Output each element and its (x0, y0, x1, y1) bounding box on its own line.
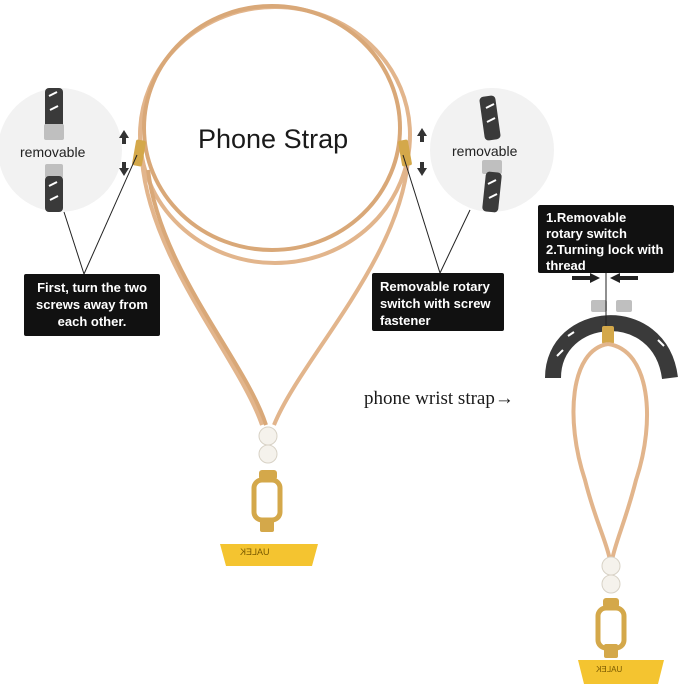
removable-label-right: removable (452, 143, 518, 159)
lobster-clasp-main (251, 470, 283, 532)
leader-lines (63, 154, 471, 275)
callout-wrist-line-1: 1.Removable rotary switch (546, 210, 627, 241)
clasp-wrist (602, 326, 614, 344)
main-strap (138, 4, 412, 426)
brand-logo-main: UALEK (240, 547, 270, 557)
wrist-strap-label: phone wrist strap→ (364, 388, 514, 409)
callout-rotary-switch: Removable rotary switch with screw faste… (372, 273, 504, 331)
callout-screws: First, turn the two screws away from eac… (24, 274, 160, 336)
clasp-left (132, 139, 146, 167)
clip-tab-wrist (578, 660, 664, 684)
product-title: Phone Strap (198, 124, 349, 154)
callout-wrist-features: 1.Removable rotary switch 2.Turning lock… (538, 205, 674, 273)
clasp-right (398, 139, 412, 167)
pearls-wrist (601, 556, 621, 594)
brand-logo-wrist: UALEK (596, 665, 623, 674)
cord-detail-right (479, 95, 502, 213)
up-down-arrows-left (119, 130, 129, 176)
cord-detail-left (44, 88, 64, 212)
detail-circle-left (0, 88, 122, 212)
wrist-strap (571, 342, 650, 561)
clip-tab-main (220, 544, 318, 566)
pearls-main (258, 426, 278, 464)
up-down-arrows-right (417, 128, 427, 176)
removable-label-left: removable (20, 144, 86, 160)
lobster-clasp-wrist (595, 598, 627, 658)
wrist-cord-arc (545, 300, 678, 380)
pinch-arrows (572, 272, 638, 326)
callout-wrist-line-2: 2.Turning lock with thread (546, 242, 664, 273)
detail-circle-right (430, 88, 554, 212)
